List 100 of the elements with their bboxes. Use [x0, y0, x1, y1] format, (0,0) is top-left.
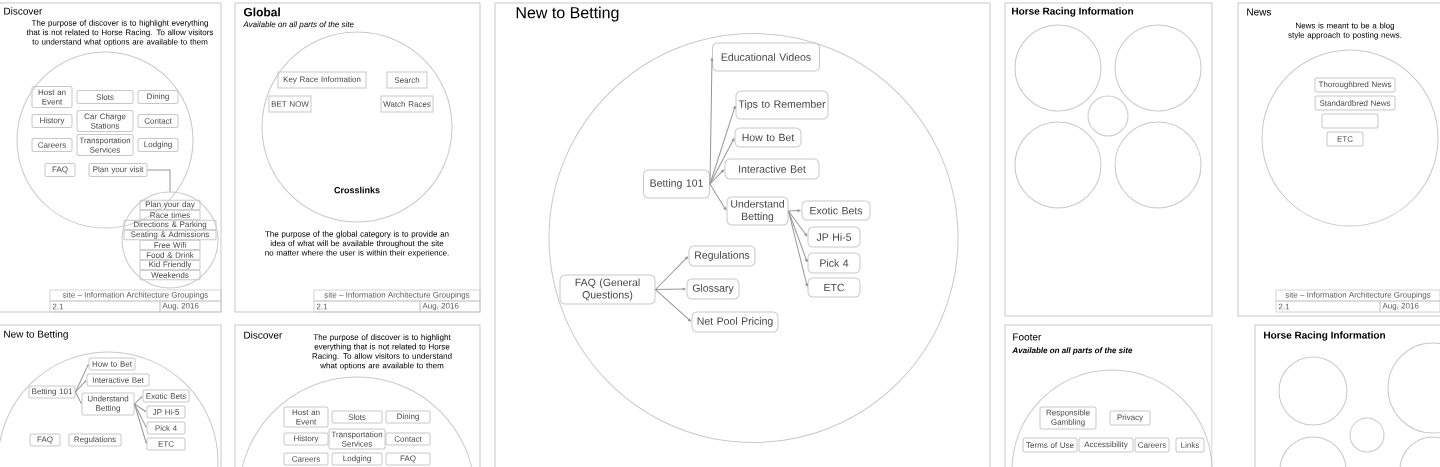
item-box: JP Hi-5 — [146, 405, 186, 419]
arrow — [709, 138, 735, 185]
slide-title: Horse Racing Information — [1012, 7, 1133, 17]
item-box: Betting 101 — [643, 169, 710, 199]
arrow — [75, 364, 89, 393]
item-box: FAQ — [29, 433, 61, 447]
item-box: Slots — [331, 410, 383, 424]
item-box: Links — [1175, 437, 1205, 453]
item-box: Accessibility — [1078, 437, 1134, 453]
circle-group — [1114, 121, 1202, 209]
footer-cell: Aug, 2016 — [1379, 300, 1440, 313]
item-box: How to Bet — [734, 127, 802, 148]
item-box: Responsible Gambling — [1039, 406, 1097, 430]
item-box: Watch Races — [380, 95, 434, 113]
circle-group — [1087, 95, 1129, 137]
item-box: ETC — [807, 277, 861, 298]
item-box: FAQ — [385, 452, 431, 466]
item-box: Pick 4 — [807, 252, 861, 274]
item-box: History — [283, 432, 329, 446]
footer-cell: site – Information Architecture Groupings — [1275, 289, 1440, 302]
slide-title: New to Betting — [4, 330, 68, 340]
slide-title: Footer — [1013, 333, 1042, 341]
item-box: BET NOW — [268, 95, 312, 113]
item-box: Key Race Information — [277, 71, 367, 89]
item-box: Host an Event — [283, 406, 329, 428]
item-box: Net Pool Pricing — [691, 311, 779, 333]
circle-group — [1387, 342, 1440, 434]
footer-cell: Aug, 2016 — [159, 300, 222, 313]
item-box: Terms of Use — [1022, 437, 1078, 453]
description-text: The purpose of discover is to highlight everything that is not related to Horse Racing. To allow visitors to understand what options are available to them — [26, 19, 214, 47]
item-box: Slots — [76, 90, 134, 104]
arrow — [75, 380, 87, 393]
item-box: Understand Betting — [726, 196, 789, 226]
circle-group — [1261, 49, 1439, 227]
slide-title: Horse Racing Information — [1264, 331, 1385, 341]
item-box: Host an Event — [31, 86, 73, 108]
item-box: Kid Friendly — [139, 259, 201, 271]
circle-group — [1399, 436, 1440, 467]
circle-group — [1011, 369, 1213, 467]
description-text: The purpose of the global category is to provide an idea of what will be available throughout the site no matter where the user is within their experience. — [265, 230, 449, 258]
circle-group — [0, 351, 219, 467]
item-box: Plan your day — [139, 199, 201, 211]
item-box: Transportation Services — [76, 134, 134, 156]
item-box: Regulations — [688, 245, 756, 267]
circle-group — [1114, 24, 1202, 112]
footer-cell: site – Information Architecture Groupings — [49, 289, 222, 302]
item-box: ETC — [146, 437, 186, 451]
item-box: Contact — [385, 432, 431, 446]
item-box: Exotic Bets — [801, 200, 871, 221]
item-box: ETC — [1326, 131, 1364, 147]
footer-cell: 2.1 — [49, 300, 161, 313]
arrow — [655, 289, 692, 322]
arrow — [709, 105, 736, 185]
item-box: Interactive Bet — [724, 158, 820, 180]
footer-cell: site – Information Architecture Groupings — [313, 289, 481, 302]
item-box: Exotic Bets — [142, 389, 190, 403]
item-box: Regulations — [68, 433, 122, 447]
slide-title: Global — [243, 7, 280, 17]
item-box: History — [31, 114, 73, 128]
arrow — [655, 256, 689, 290]
circle-group — [1279, 436, 1347, 467]
arrow — [709, 57, 714, 185]
item-box: Transportation Services — [328, 428, 386, 450]
circle-group — [121, 191, 219, 289]
item-box: Lodging — [331, 452, 383, 466]
slide-subtitle: Available on all parts of the site — [1012, 347, 1133, 355]
item-box: Plan your visit — [88, 163, 148, 177]
item-box: Careers — [31, 138, 73, 152]
item-box: FAQ — [44, 163, 76, 177]
item-box: Tips to Remember — [735, 90, 829, 120]
item-box: Betting 101 — [28, 385, 76, 399]
item-box: Contact — [137, 114, 179, 128]
item-box: Glossary — [686, 278, 740, 300]
item-box: Educational Videos — [712, 42, 820, 72]
item-box: Thoroughbred News — [1314, 77, 1396, 93]
arrow — [709, 183, 727, 211]
circle-group — [548, 33, 959, 443]
circle-group — [1014, 121, 1102, 209]
circle-group — [1278, 356, 1348, 426]
slide-title: Discover — [4, 7, 43, 15]
slide-title: New to Betting — [516, 6, 619, 22]
item-box: FAQ (General Questions) — [559, 274, 656, 305]
description-text: The purpose of discover is to highlight everything that is not related to Horse Racing. To allow visitors to understand what options are available to them — [312, 334, 452, 370]
footer-cell: Aug, 2016 — [419, 300, 481, 313]
arrow — [134, 403, 147, 444]
item-box: Dining — [137, 90, 179, 104]
item-box: Car Charge Stations — [76, 110, 134, 132]
item-box: Careers — [283, 452, 329, 466]
item-box: Understand Betting — [81, 392, 135, 416]
item-box: Lodging — [137, 138, 179, 152]
item-box: Interactive Bet — [86, 373, 150, 387]
circle-group — [261, 31, 453, 223]
arrow — [75, 391, 82, 404]
arrow — [655, 287, 686, 291]
item-box: JP Hi-5 — [807, 226, 861, 248]
arrow — [134, 396, 143, 405]
slide-title: Discover — [244, 331, 283, 339]
item-box: Weekends — [139, 269, 201, 281]
slide-subtitle: Available on all parts of the site — [243, 21, 354, 29]
section-heading: Crosslinks — [334, 186, 380, 194]
